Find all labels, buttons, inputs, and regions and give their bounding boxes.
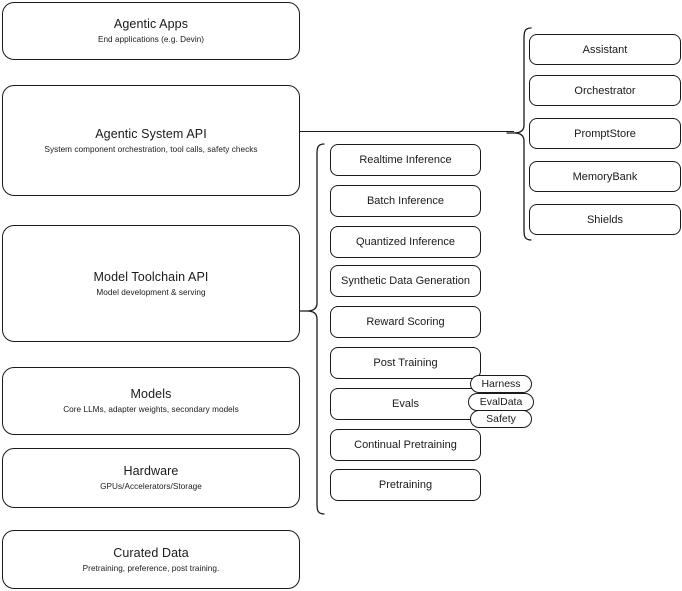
capability-post-training[interactable]: Post Training <box>330 347 481 379</box>
layer-model-toolchain-api[interactable]: Model Toolchain API Model development & … <box>2 225 300 342</box>
capability-reward-scoring[interactable]: Reward Scoring <box>330 306 481 338</box>
component-label: Orchestrator <box>574 84 636 97</box>
component-label: MemoryBank <box>572 170 638 183</box>
evals-badge-safety[interactable]: Safety <box>470 410 532 428</box>
layer-hardware[interactable]: Hardware GPUs/Accelerators/Storage <box>2 448 300 508</box>
layer-subtitle: End applications (e.g. Devin) <box>97 35 205 44</box>
evals-badge-label: Harness <box>481 378 521 390</box>
capability-label: Continual Pretraining <box>354 439 457 451</box>
capability-synthetic-data-generation[interactable]: Synthetic Data Generation <box>330 265 481 297</box>
layer-agentic-apps[interactable]: Agentic Apps End applications (e.g. Devi… <box>2 2 300 60</box>
capability-label: Realtime Inference <box>359 154 452 166</box>
layer-subtitle: Model development & serving <box>96 287 206 297</box>
component-assistant[interactable]: Assistant <box>529 34 681 65</box>
component-label: Shields <box>586 213 624 226</box>
layer-agentic-system-api[interactable]: Agentic System API System component orch… <box>2 85 300 196</box>
layer-title: Model Toolchain API <box>93 269 209 284</box>
component-label: PromptStore <box>574 127 636 140</box>
evals-badge-evaldata[interactable]: EvalData <box>468 393 534 411</box>
brace-toolchain-capabilities <box>299 143 326 515</box>
layer-title: Curated Data <box>113 545 189 560</box>
capability-realtime-inference[interactable]: Realtime Inference <box>330 144 481 176</box>
layer-title: Hardware <box>123 464 179 478</box>
layer-title: Agentic Apps <box>113 17 189 31</box>
layer-subtitle: GPUs/Accelerators/Storage <box>100 482 202 491</box>
layer-models[interactable]: Models Core LLMs, adapter weights, secon… <box>2 367 300 435</box>
layer-subtitle: Pretraining, preference, post training. <box>82 563 220 573</box>
capability-quantized-inference[interactable]: Quantized Inference <box>330 226 481 258</box>
connector-system-api-to-components <box>300 131 514 132</box>
capability-pretraining[interactable]: Pretraining <box>330 469 481 501</box>
capability-label: Quantized Inference <box>355 236 456 248</box>
component-shields[interactable]: Shields <box>529 204 681 235</box>
capability-label: Synthetic Data Generation <box>340 275 471 287</box>
capability-continual-pretraining[interactable]: Continual Pretraining <box>330 429 481 461</box>
capability-label: Batch Inference <box>366 195 445 207</box>
component-label: Assistant <box>582 43 628 56</box>
capability-label: Reward Scoring <box>366 316 445 328</box>
component-orchestrator[interactable]: Orchestrator <box>529 75 681 106</box>
component-promptstore[interactable]: PromptStore <box>529 118 681 149</box>
evals-badge-harness[interactable]: Harness <box>470 375 532 393</box>
capability-batch-inference[interactable]: Batch Inference <box>330 185 481 217</box>
evals-badge-label: Safety <box>486 413 516 425</box>
layer-curated-data[interactable]: Curated Data Pretraining, preference, po… <box>2 530 300 589</box>
layer-subtitle: Core LLMs, adapter weights, secondary mo… <box>63 405 239 414</box>
capability-label: Post Training <box>373 357 438 369</box>
layer-title: Models <box>130 387 172 401</box>
capability-label: Pretraining <box>378 479 433 491</box>
capability-label: Evals <box>392 398 419 410</box>
layer-subtitle: System component orchestration, tool cal… <box>44 144 258 154</box>
layer-title: Agentic System API <box>95 126 207 141</box>
component-memorybank[interactable]: MemoryBank <box>529 161 681 192</box>
capability-evals[interactable]: Evals <box>330 388 481 420</box>
evals-badge-label: EvalData <box>479 396 523 408</box>
